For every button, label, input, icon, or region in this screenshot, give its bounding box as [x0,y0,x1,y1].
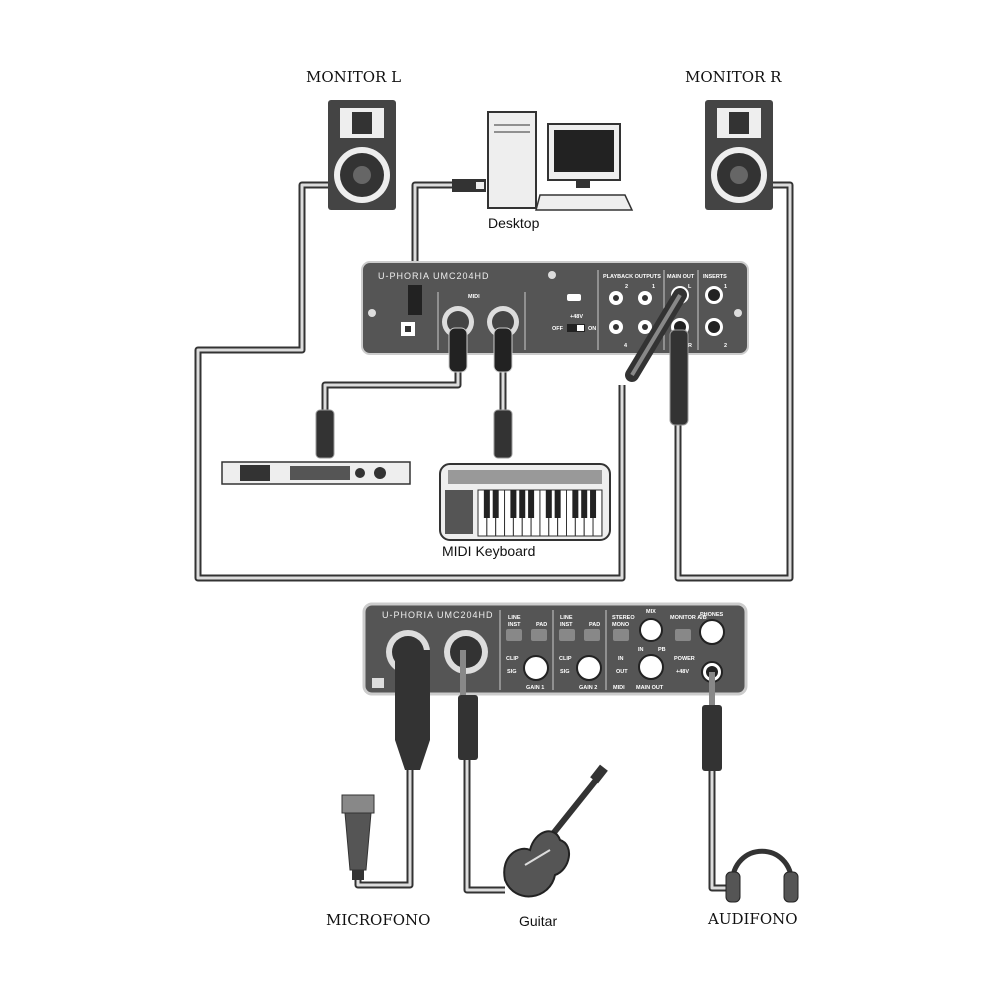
cables [194,181,794,894]
rear-brand-label: U-PHORIA UMC204HD [378,271,490,281]
front-brand-label: U-PHORIA UMC204HD [382,610,494,620]
cable-midi-out [321,370,462,412]
insert-2-label: 2 [724,343,727,349]
cable-mic [354,770,414,889]
pad-1-label: PAD [536,622,547,628]
monitor-ab-label: MONITOR A/B [670,615,707,621]
power-label: POWER [674,656,695,662]
audio-interface-rear-panel: U-PHORIA UMC204HD MIDI +48V OFF ON PLAYB… [361,261,749,426]
black-key [492,490,499,518]
black-key [554,490,561,518]
on-label: ON [588,326,596,332]
rack-midi-device-icon [221,461,411,485]
black-key [528,490,535,518]
inst-1-button[interactable] [506,629,522,641]
cable-headphones [708,770,728,892]
monitor-left-label: MONITOR L [306,68,401,86]
black-key [572,490,579,518]
electric-guitar-icon [503,764,608,898]
cable-monitor-r [674,181,794,582]
sig-1-label: SIG [507,669,516,675]
audio-interface-front-panel: U-PHORIA UMC204HD LINE INST PAD CLIP SIG… [362,602,748,696]
black-key [590,490,597,518]
inst-2-button[interactable] [559,629,575,641]
monitor-right-label: MONITOR R [685,68,782,86]
clip-2-label: CLIP [559,656,572,662]
inst-2-label: INST [560,622,573,628]
in-label: IN [638,647,644,653]
monitor-left-speaker [328,100,396,210]
gain-1-knob[interactable] [523,655,549,681]
main-out-knob[interactable] [638,654,664,680]
black-key [510,490,517,518]
headphone-plug [702,705,722,771]
main-out-label: MAIN OUT [667,274,695,280]
black-key [519,490,526,518]
midi-keyboard-icon [439,463,611,541]
mix-label: MIX [646,609,656,615]
pad-2-label: PAD [589,622,600,628]
phantom-label: +48V [570,314,583,320]
gain-1-label: GAIN 1 [526,685,544,691]
meter-out-label: OUT [616,669,628,675]
phones-knob[interactable] [699,619,725,645]
desktop-label: Desktop [488,215,540,231]
main-l-label: L [688,284,692,290]
pad-2-button[interactable] [584,629,600,641]
guitar-label: Guitar [519,913,557,929]
cable-usb [411,181,452,290]
playback-outputs-label: PLAYBACK OUTPUTS [603,274,661,280]
midi-keyboard-label: MIDI Keyboard [442,543,535,559]
stereo-label: STEREO [612,615,635,621]
inserts-label: INSERTS [703,274,727,280]
gain-2-label: GAIN 2 [579,685,597,691]
mix-knob[interactable] [639,618,663,642]
usb-plug [408,285,422,315]
black-key [483,490,490,518]
black-key [581,490,588,518]
clip-1-label: CLIP [506,656,519,662]
headphones-icon [725,848,799,903]
main-r-label: R [688,343,692,349]
monitor-right-speaker [705,100,773,210]
line-2-label: LINE [560,615,573,621]
phantom-switch[interactable] [567,324,585,332]
microphone-label: MICROFONO [326,911,430,929]
phones-label: PHONES [700,612,724,618]
phantom-led-label: +48V [676,669,689,675]
microphone-icon [341,794,375,880]
ch4-label: 4 [624,343,628,349]
xlr-plug [395,650,430,770]
headphones-label: AUDIFONO [707,910,798,928]
off-label: OFF [552,326,564,332]
sig-2-label: SIG [560,669,569,675]
midi-plug-keyboard [493,409,513,459]
mono-label: MONO [612,622,630,628]
pad-1-button[interactable] [531,629,547,641]
midi-plug-rack [315,409,335,459]
cable-monitor-l [194,181,626,582]
midi-label: MIDI [468,294,480,300]
desktop-computer-icon [452,111,634,211]
ch1-label: 1 [652,284,655,290]
ch2-label: 2 [625,284,628,290]
pb-label: PB [658,647,666,653]
meter-in-label: IN [618,656,624,662]
guitar-plug [458,695,478,760]
monitor-ab-button[interactable] [675,629,691,641]
line-1-label: LINE [508,615,521,621]
main-out-level-label: MAIN OUT [636,685,664,691]
gain-2-knob[interactable] [576,655,602,681]
inst-1-label: INST [508,622,521,628]
midi-led-label: MIDI [613,685,625,691]
black-key [545,490,552,518]
cable-guitar [463,758,505,894]
stereo-mono-button[interactable] [613,629,629,641]
insert-1-label: 1 [724,284,727,290]
